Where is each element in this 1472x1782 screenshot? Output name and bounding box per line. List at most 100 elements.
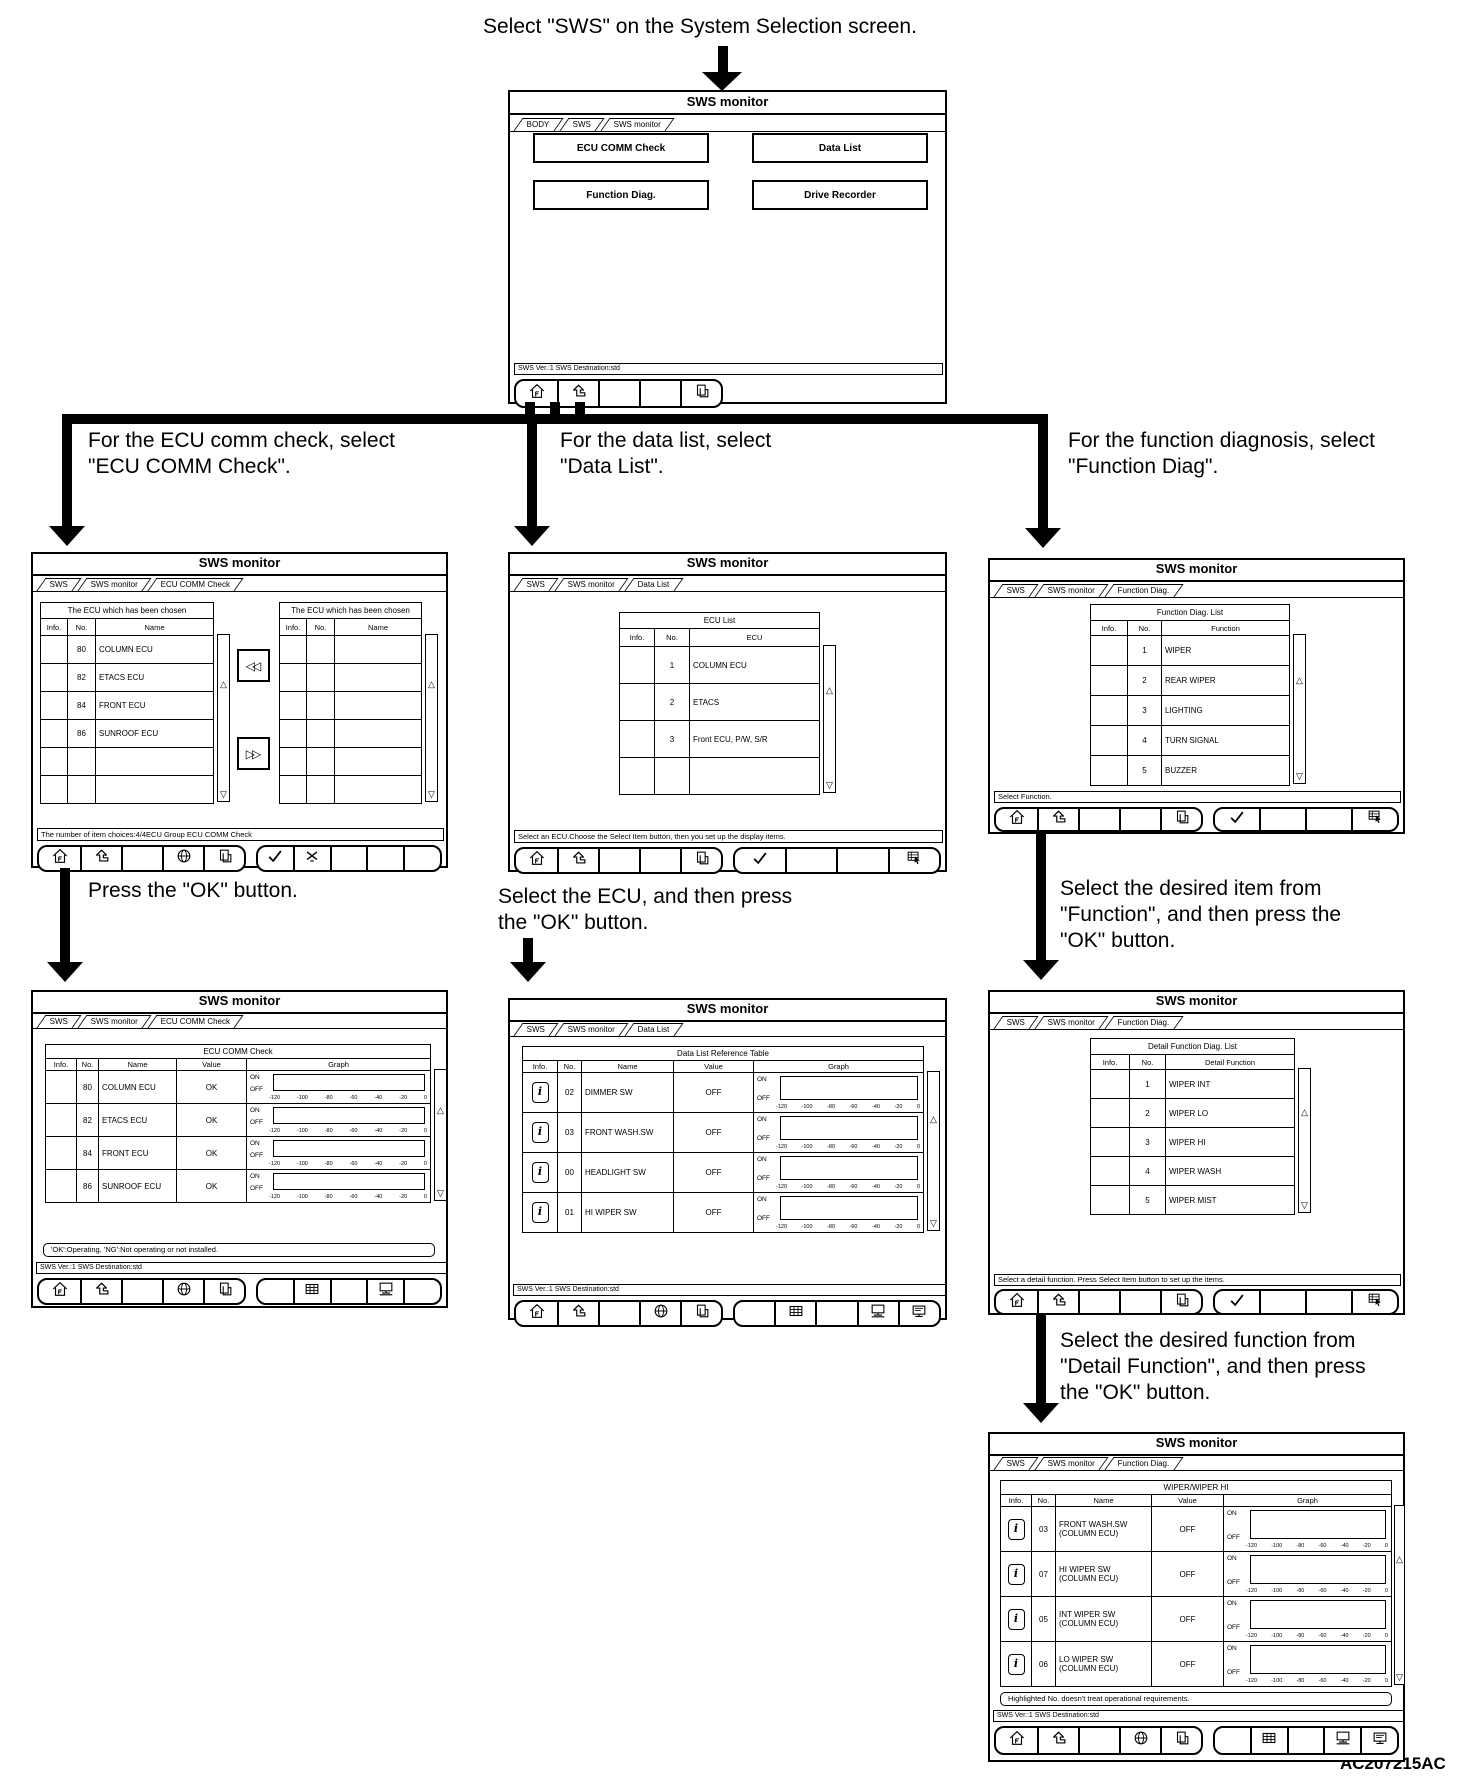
scroll-up-icon[interactable]: △ [437,1105,444,1115]
tab-sws[interactable]: SWS [36,1015,82,1028]
info-icon[interactable]: i [1007,1518,1025,1540]
info-icon[interactable]: i [1007,1563,1025,1585]
globe-button[interactable] [162,847,203,870]
tab-sws-monitor[interactable]: SWS monitor [77,1015,152,1028]
return-button[interactable] [557,1302,598,1325]
scroll-down-icon[interactable]: ▽ [428,789,435,799]
check-button[interactable] [258,847,293,870]
tab-function-diag[interactable]: Function Diag. [1104,1457,1184,1470]
globe-button[interactable] [639,1302,680,1325]
tab-sws-monitor[interactable]: SWS monitor [554,578,629,591]
home-button[interactable] [516,849,557,872]
tab-body[interactable]: BODY [513,118,564,131]
tab-sws-monitor[interactable]: SWS monitor [77,578,152,591]
grid-button[interactable] [774,1302,815,1325]
return-button[interactable] [557,381,598,406]
scrollbar[interactable]: △▽ [425,634,438,802]
return-button[interactable] [1037,1728,1078,1753]
return-button[interactable] [1037,1291,1078,1313]
scroll-down-icon[interactable]: ▽ [1396,1672,1403,1682]
tab-function-diag[interactable]: Function Diag. [1104,1016,1184,1029]
scroll-down-icon[interactable]: ▽ [930,1218,937,1228]
return-button[interactable] [557,849,598,872]
select-item-button[interactable] [1351,809,1397,830]
tab-data-list[interactable]: Data List [624,578,684,591]
scrollbar[interactable]: △▽ [823,645,836,793]
check-button[interactable] [1215,809,1259,830]
info-icon[interactable]: i [531,1162,549,1183]
select-item-button[interactable] [887,849,940,872]
info-icon[interactable]: i [1007,1608,1025,1630]
scrollbar[interactable]: △▽ [217,634,230,802]
page-button[interactable] [203,1280,244,1303]
page-button[interactable] [680,381,721,406]
check-button[interactable] [735,849,785,872]
info-icon[interactable]: i [531,1122,549,1143]
page-button[interactable] [1160,1291,1201,1313]
scroll-up-icon[interactable]: △ [1396,1554,1403,1564]
tab-sws[interactable]: SWS [513,578,559,591]
home-button[interactable] [996,1291,1037,1313]
tab-sws-monitor[interactable]: SWS monitor [1034,1457,1109,1470]
page-button[interactable] [680,1302,721,1325]
scrollbar[interactable]: △▽ [1293,634,1306,784]
table-row[interactable] [280,691,421,719]
scroll-down-icon[interactable]: ▽ [220,789,227,799]
cross-button[interactable] [292,847,330,870]
table-row[interactable] [41,775,213,803]
home-button[interactable] [996,809,1037,830]
drive-recorder-button[interactable]: Drive Recorder [752,180,928,210]
table-row[interactable] [41,747,213,775]
tab-ecu-comm-check[interactable]: ECU COMM Check [147,1015,245,1028]
return-button[interactable] [1037,809,1078,830]
globe-button[interactable] [162,1280,203,1303]
page-button[interactable] [680,849,721,872]
home-button[interactable] [39,1280,80,1303]
display-button[interactable] [1360,1728,1397,1753]
tab-sws-monitor[interactable]: SWS monitor [1034,584,1109,597]
info-icon[interactable]: i [531,1082,549,1103]
monitor-button[interactable] [1323,1728,1360,1753]
scroll-up-icon[interactable]: △ [428,679,435,689]
table-row[interactable] [280,663,421,691]
scrollbar[interactable]: △▽ [434,1069,447,1201]
return-button[interactable] [80,847,121,870]
ecu-comm-check-button[interactable]: ECU COMM Check [533,133,709,163]
tab-sws[interactable]: SWS [993,1016,1039,1029]
tab-sws[interactable]: SWS [513,1023,559,1036]
select-item-button[interactable] [1351,1291,1397,1313]
move-right-button[interactable]: ▷▷ [237,737,270,770]
info-icon[interactable]: i [1007,1653,1025,1675]
home-button[interactable] [39,847,80,870]
tab-function-diag[interactable]: Function Diag. [1104,584,1184,597]
table-row[interactable] [620,757,819,794]
scroll-down-icon[interactable]: ▽ [1296,771,1303,781]
tab-data-list[interactable]: Data List [624,1023,684,1036]
tab-sws[interactable]: SWS [36,578,82,591]
scrollbar[interactable]: △▽ [1298,1068,1311,1213]
monitor-button[interactable] [366,1280,403,1303]
tab-sws-monitor[interactable]: SWS monitor [600,118,675,131]
table-row[interactable] [280,719,421,747]
